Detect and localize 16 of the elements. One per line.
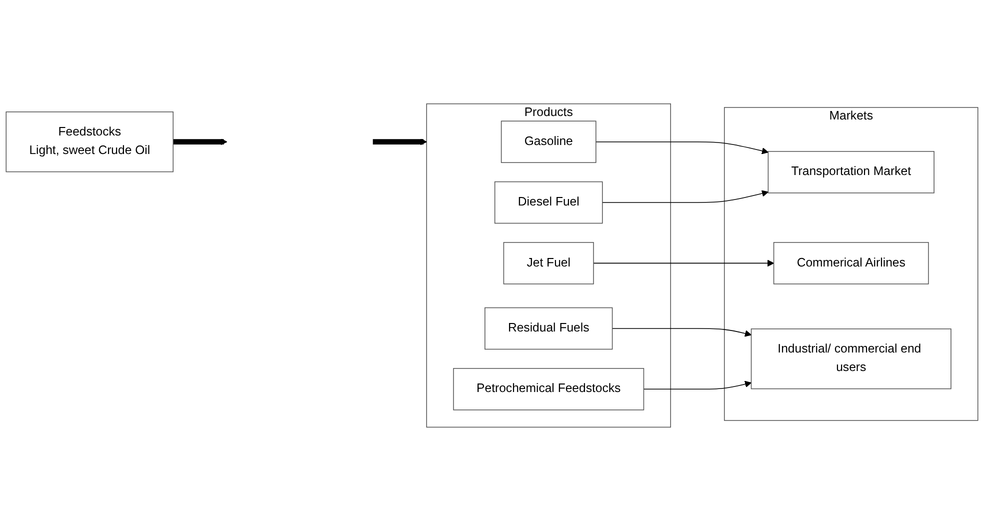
text-box: Residual Fuels [484, 307, 613, 350]
arrow [596, 141, 768, 154]
text-box: Industrial/ commercial end users [750, 328, 952, 390]
arrow [173, 138, 228, 146]
arrow [372, 138, 427, 146]
arrow [643, 380, 752, 390]
text-box: Jet Fuel [503, 242, 594, 284]
text-box: Commerical Airlines [773, 242, 929, 284]
text-box: Diesel Fuel [494, 181, 603, 224]
text-box: Gasoline [500, 120, 596, 163]
arrow [612, 328, 752, 337]
text-box: Petrochemical Feedstocks [453, 368, 644, 410]
text-box: Feedstocks Light, sweet Crude Oil [6, 112, 174, 172]
arrow [602, 190, 768, 203]
text-box: Transportation Market [768, 151, 934, 194]
arrow [593, 260, 774, 267]
